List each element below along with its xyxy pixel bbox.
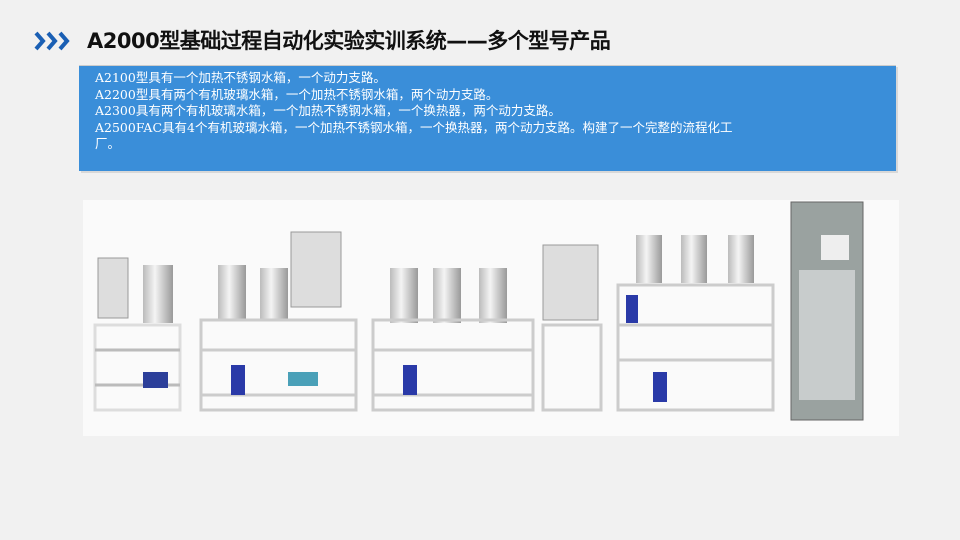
product-models-image — [83, 200, 899, 436]
model-a2500fac — [616, 235, 775, 412]
model-a2100 — [93, 257, 182, 412]
triple-chevron-right-icon — [34, 31, 70, 51]
control-cabinet — [790, 201, 864, 421]
page-title: A2000型基础过程自动化实验实训系统——多个型号产品 — [87, 29, 611, 53]
description-line: A2200型具有两个有机玻璃水箱，一个加热不锈钢水箱，两个动力支路。 — [95, 86, 499, 102]
description-box: A2100型具有一个加热不锈钢水箱，一个动力支路。 A2200型具有两个有机玻璃… — [79, 65, 896, 171]
description-line: 厂。 — [95, 136, 121, 151]
description-line: A2100型具有一个加热不锈钢水箱，一个动力支路。 — [95, 70, 386, 85]
model-a2200 — [199, 231, 358, 412]
description-line: A2300具有两个有机玻璃水箱，一个加热不锈钢水箱，一个换热器，两个动力支路。 — [95, 103, 561, 118]
description-line: A2500FAC具有4个有机玻璃水箱，一个加热不锈钢水箱，一个换热器，两个动力支… — [95, 119, 733, 135]
model-a2300 — [371, 244, 603, 412]
